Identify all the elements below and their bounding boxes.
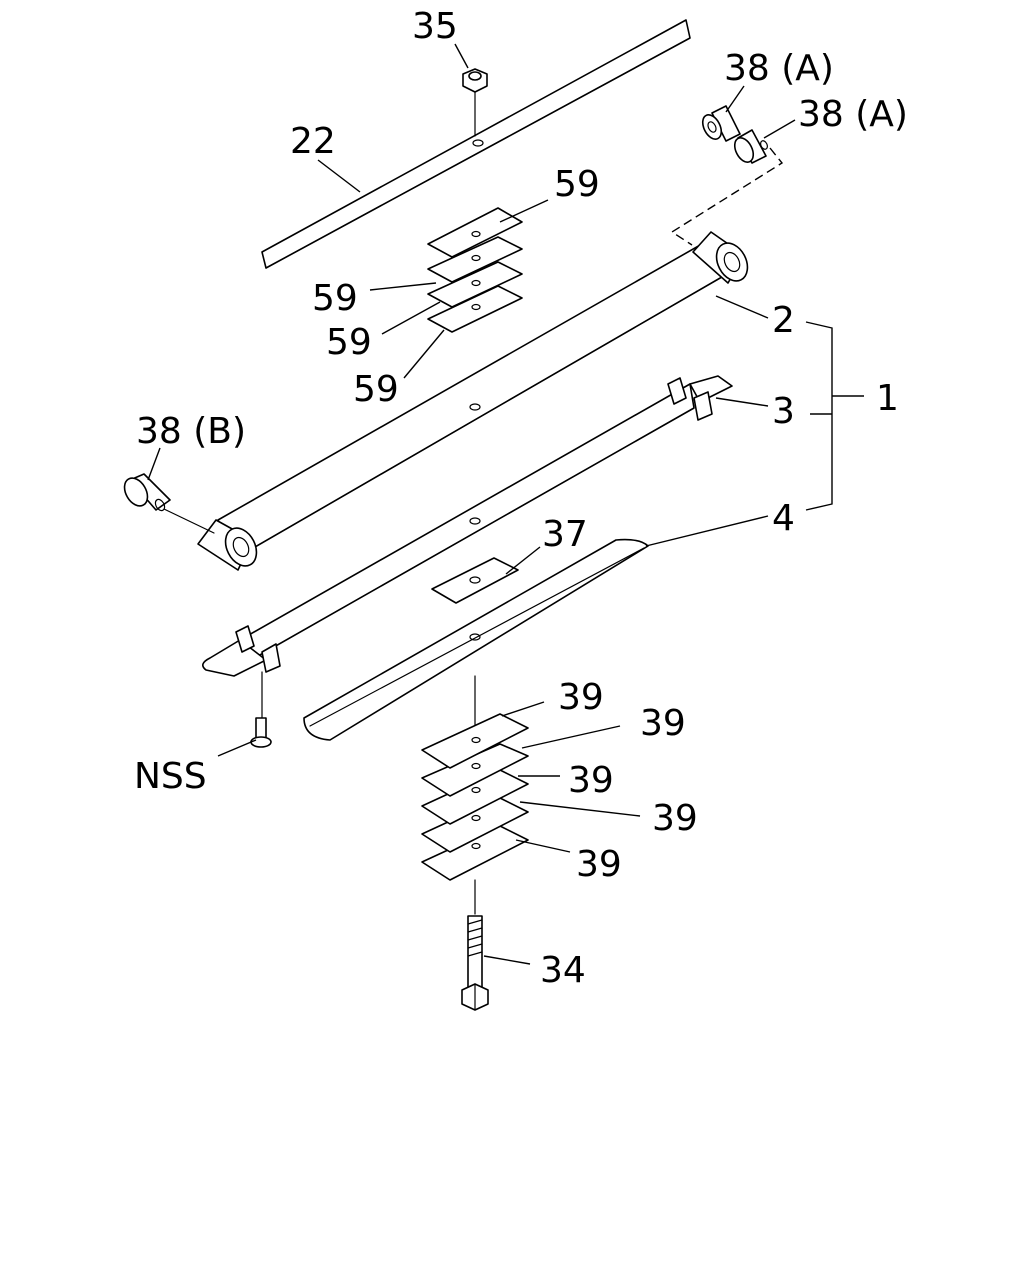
callout-59-third: 59 bbox=[326, 322, 372, 363]
callout-35: 35 bbox=[412, 6, 458, 47]
callout-labels: 35 22 59 59 59 59 38 (A) 38 (A) 38 (B) 2… bbox=[134, 6, 908, 991]
callout-59-second: 59 bbox=[312, 278, 358, 319]
callout-34: 34 bbox=[540, 950, 586, 991]
callout-39-first: 39 bbox=[558, 677, 604, 718]
callout-59-top: 59 bbox=[554, 164, 600, 205]
callout-38a-second: 38 (A) bbox=[798, 94, 908, 135]
part-38a-bushing-2 bbox=[733, 129, 768, 164]
part-38b-bushing bbox=[123, 473, 215, 534]
part-35-nut bbox=[462, 68, 488, 137]
part-2-main-leaf bbox=[197, 231, 749, 571]
callout-2: 2 bbox=[772, 300, 795, 341]
part-nss-screw bbox=[250, 717, 272, 748]
callout-38a-first: 38 (A) bbox=[724, 48, 834, 89]
callout-39-fourth: 39 bbox=[652, 798, 698, 839]
callout-3: 3 bbox=[772, 391, 795, 432]
part-3-second-leaf bbox=[202, 375, 733, 719]
callout-4: 4 bbox=[772, 498, 795, 539]
callout-22: 22 bbox=[290, 121, 336, 162]
callout-39-fifth: 39 bbox=[576, 844, 622, 885]
leader-lines bbox=[147, 43, 864, 965]
callout-39-second: 39 bbox=[640, 703, 686, 744]
part-39-shim-stack bbox=[421, 713, 529, 915]
callout-nss: NSS bbox=[134, 756, 207, 797]
part-59-shim-stack bbox=[427, 207, 523, 333]
callout-37: 37 bbox=[542, 514, 588, 555]
callout-59-bottom: 59 bbox=[353, 369, 399, 410]
part-37-pad bbox=[431, 557, 519, 604]
callout-1: 1 bbox=[876, 378, 899, 419]
part-38a-bushing-1 bbox=[701, 105, 741, 142]
part-22-plate bbox=[261, 19, 691, 269]
callout-39-third: 39 bbox=[568, 760, 614, 801]
bushing-a-axis-line bbox=[670, 147, 784, 246]
callout-38b: 38 (B) bbox=[136, 411, 246, 452]
part-34-bolt bbox=[461, 915, 489, 1011]
